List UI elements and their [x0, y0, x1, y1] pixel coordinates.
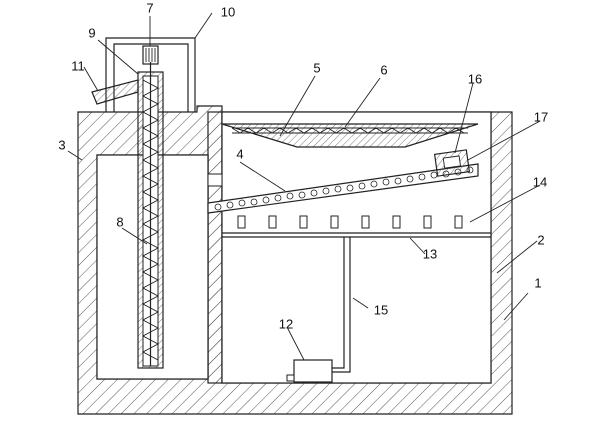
hood: [221, 123, 479, 148]
label-9: 9: [88, 25, 95, 40]
label-12: 12: [279, 316, 293, 331]
nozzles: [237, 215, 463, 229]
label-8: 8: [116, 214, 123, 229]
label-17: 17: [534, 109, 548, 124]
top-frame: [105, 37, 196, 112]
right-chamber: [221, 111, 492, 384]
label-15: 15: [374, 302, 388, 317]
label-3: 3: [58, 137, 65, 152]
motor: [142, 45, 159, 65]
water-pipe: [332, 237, 351, 373]
label-5: 5: [313, 60, 320, 75]
label-14: 14: [533, 174, 547, 189]
label-2: 2: [537, 232, 544, 247]
label-6: 6: [380, 62, 387, 77]
label-13: 13: [423, 246, 437, 261]
screw-blade: [142, 79, 159, 361]
inlet-pipe: [91, 79, 139, 105]
label-7: 7: [146, 0, 153, 15]
label-11: 11: [71, 58, 85, 73]
label-16: 16: [468, 71, 482, 86]
leader-lines: [67, 12, 541, 361]
partition-wall: [207, 111, 223, 384]
label-10: 10: [221, 4, 235, 19]
label-1: 1: [534, 275, 541, 290]
pump: [293, 359, 333, 383]
label-4: 4: [236, 146, 243, 161]
discharge-port: [207, 173, 223, 187]
spray-bar: [231, 127, 465, 134]
